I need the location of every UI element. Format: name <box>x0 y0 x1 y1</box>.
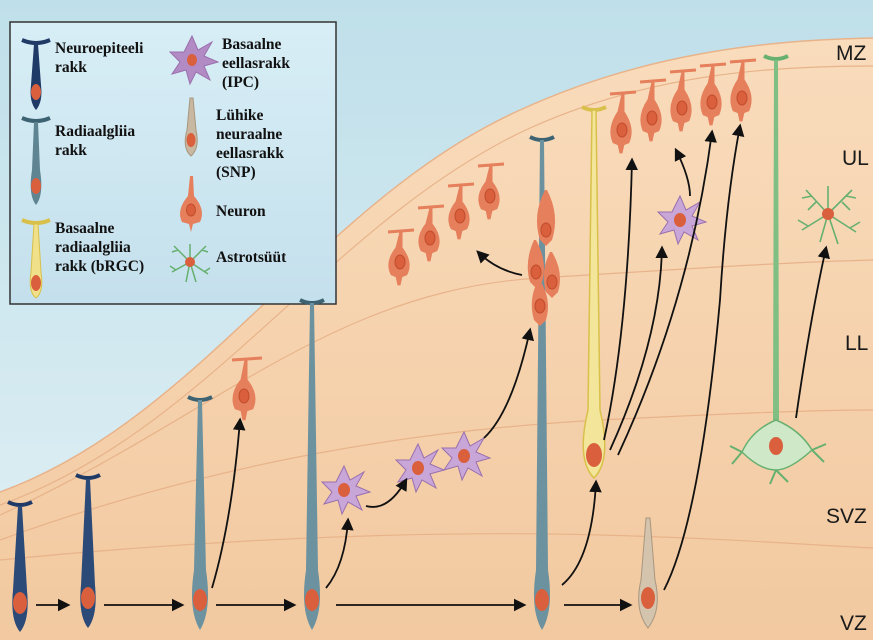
legend: Neuroepiteeli rakk Radiaalgliia rakk Bas… <box>10 22 336 304</box>
layer-label-ll: LL <box>845 332 868 355</box>
layer-label-vz: VZ <box>840 612 867 635</box>
layer-label-mz: MZ <box>836 42 866 65</box>
legend-label-astrocyte: Astrotsüüt <box>216 249 287 266</box>
layer-label-svz: SVZ <box>826 505 867 528</box>
legend-label-neuron: Neuron <box>216 203 266 220</box>
layer-label-ul: UL <box>842 147 869 170</box>
